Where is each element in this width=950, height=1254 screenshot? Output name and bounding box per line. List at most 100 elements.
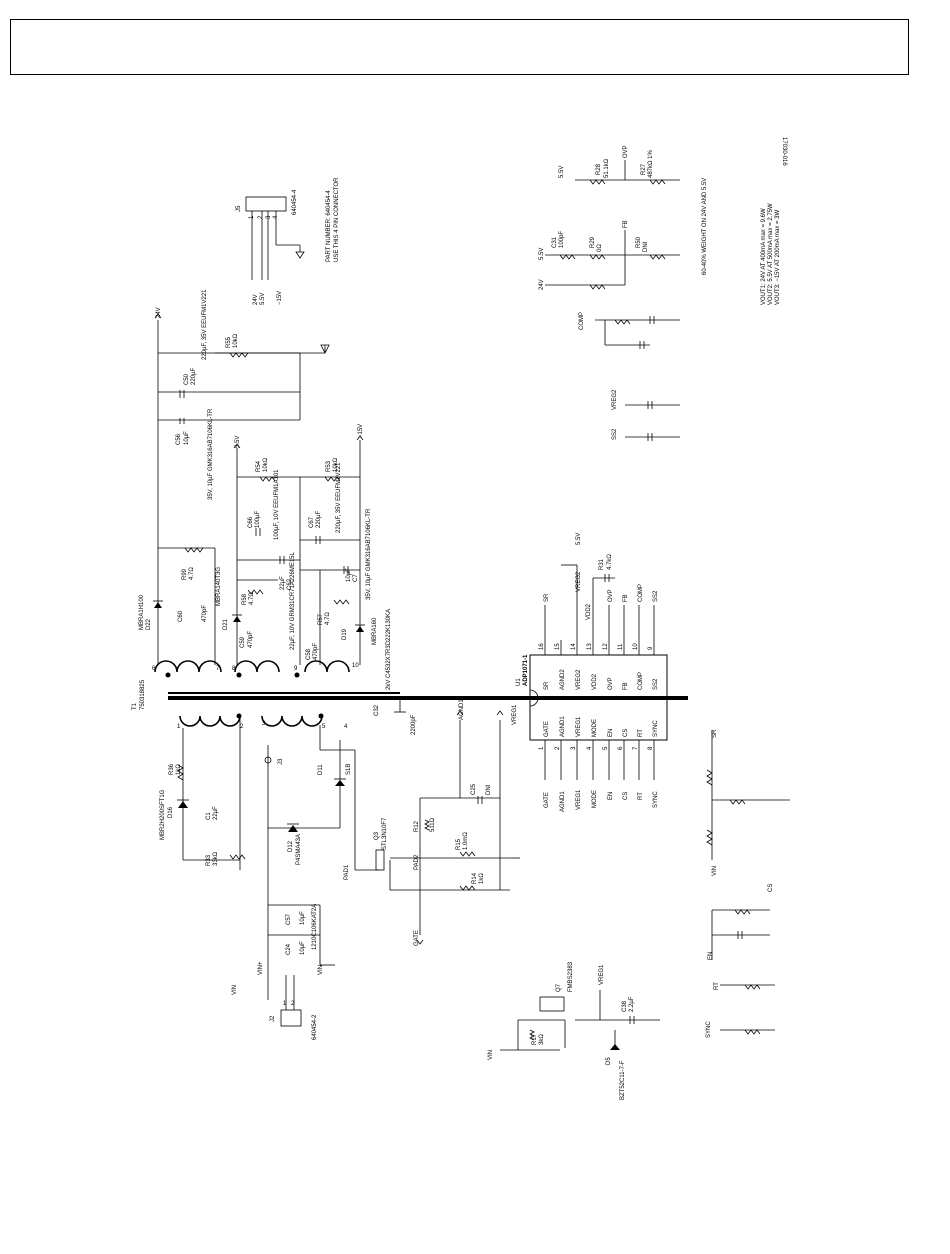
fb-net-ovp: OVP [623, 145, 629, 158]
net-ss2: SS2 [653, 590, 659, 602]
fb-net-5v5-b: 5.5V [539, 248, 545, 260]
pin-5-num: 5 [603, 746, 609, 750]
t1-part: 750318825 [140, 679, 146, 710]
c67-value: 220µF [316, 511, 322, 528]
ic-pins-left: GATE AGND1 VREG1 MODE EN CS RT SYNC 1 2 … [539, 716, 659, 812]
q3-value: STL3N10F7 [382, 817, 388, 850]
title-block [10, 19, 909, 75]
d12-ref: D12 [288, 840, 294, 852]
c62-ref: C62 [287, 578, 293, 590]
pin-14-num: 14 [571, 643, 577, 650]
vout-note-2: VOUT2: 5.5V AT 500mA max = 2.75W [768, 203, 774, 305]
net-agnd1: AGND1 [560, 791, 566, 812]
net-5v5-vdd2: 5.5V [576, 533, 582, 545]
pin-15-num: 15 [555, 643, 561, 650]
vout-note-3: VOUT3: −15V AT 200mA max = 3W [775, 210, 781, 305]
net-m15v-top: −15V [358, 424, 364, 438]
c24-value: 10µF [300, 941, 306, 955]
pin-3-num: 3 [571, 746, 577, 750]
pad1: PAD1 [344, 864, 350, 880]
d16-value: MBR2H200SFT1G [160, 789, 166, 840]
fb-net-5v5-a: 5.5V [559, 166, 565, 178]
vout-note-1: VOUT1: 24V AT 400mA max = 9.6W [761, 208, 767, 305]
r57-value: 4.7Ω [325, 612, 331, 625]
c59-value: 470pF [248, 631, 254, 648]
d12-value: P4SMA43A [296, 834, 302, 865]
c56-desc: 35V, 10µF GMK316AB7106KL-TR [208, 408, 214, 500]
c58-ref: C58 [306, 648, 312, 660]
primary-labels: D16 MBR2H200SFT1G R36 1kΩ C1 22µF R33 33… [160, 699, 518, 1040]
r17-ref: R17 [532, 1033, 538, 1045]
feedback-section: R28 51.1kΩ R27 487kΩ 1% C31 100pF R29 0Ω… [539, 145, 781, 441]
j5-note-2: USE THIS 4 PIN CONNECTOR [334, 177, 340, 262]
r15-ref: R15 [456, 838, 462, 850]
figure-id: 17030-016 [781, 137, 787, 166]
control-section: SR VIN CS EN RT SYNC [706, 729, 790, 1038]
pin-12-num: 12 [603, 643, 609, 650]
t1-pin-8: 8 [232, 666, 236, 672]
t1-pin-2: 2 [240, 724, 244, 730]
t1-pin-4: 4 [344, 724, 348, 730]
r36-ref: R36 [169, 763, 175, 775]
c56-ref: C56 [176, 433, 182, 445]
connector-j5: J5 640454-4 1 2 3 4 24V 5.5V −15V PART N… [236, 177, 340, 305]
t1-pin-9: 9 [294, 666, 298, 672]
c62-value: 22µF [280, 576, 286, 590]
pin-10-num: 10 [633, 643, 639, 650]
c67-desc: 220µF, 35V EEUFM1V221 [336, 462, 342, 533]
ctl-net-vin: VIN [712, 866, 718, 876]
c32-ref: C32 [374, 704, 380, 716]
r21-ref: R28 [596, 163, 602, 175]
r15-value: 1.0mΩ [463, 832, 469, 850]
ctl-net-agnd1: CS [768, 884, 774, 892]
d21-value: MBRA140T3G [216, 567, 222, 606]
pin-8-name: SYNC [653, 720, 659, 737]
pin-1-num: 1 [539, 746, 545, 750]
j3-ref: J3 [278, 758, 284, 765]
net-vdd2: VDD2 [586, 603, 592, 620]
pin-11-name: FB [623, 682, 629, 690]
pin-10-name: COMP [638, 672, 644, 690]
c50-ref: C50 [184, 373, 190, 385]
t1-pin-10: 10 [352, 663, 359, 669]
t1-pin-5: 5 [322, 724, 326, 730]
c50-value: 220µF [191, 368, 197, 385]
r12-ref: R12 [414, 820, 420, 832]
c48-value: 4.7kΩ [607, 554, 613, 570]
t1-ref: T1 [132, 702, 138, 710]
c38-ref: C38 [622, 1000, 628, 1012]
r19-ref: C31 [552, 236, 558, 248]
fb-net-fb: FB [623, 220, 629, 228]
d21-ref: D21 [223, 618, 229, 630]
c50-desc: 220µF, 35V EEUFM1V221 [202, 289, 208, 360]
r54-value: 10kΩ [263, 457, 269, 472]
c58-value: 470pF [313, 643, 319, 660]
ctl-net-sync: RT [714, 982, 720, 990]
vreg1-section: Q7 FMBS2383 R17 3kΩ D5 BZT52C11-7-F C38 … [488, 961, 660, 1100]
c24-desc: 1210C106KAT2A [312, 904, 318, 950]
pin-16-num: 16 [539, 643, 545, 650]
u1-part: ADP1071-1 [523, 654, 529, 686]
output-wiring [153, 313, 406, 713]
net-sr: SR [544, 593, 550, 602]
r23-value: DNI [643, 241, 649, 252]
net-cs: CS [623, 792, 629, 800]
pin-13-num: 13 [587, 643, 593, 650]
net-vreg2: VREG2 [576, 571, 582, 592]
pin-15-name: AGND2 [560, 669, 566, 690]
d5-ref: D5 [606, 1057, 612, 1065]
d11-ref: D11 [318, 764, 324, 775]
transformer-t1: T1 750318825 6 7 8 9 10 1 2 3 5 4 [132, 660, 688, 730]
r30-ref: R29 [590, 236, 596, 248]
pin-6-num: 6 [618, 746, 624, 750]
r14-ref: R14 [472, 872, 478, 884]
t1-pin-7: 7 [216, 666, 220, 672]
net-vinplus: VIN+ [258, 961, 264, 975]
ctl-net-mode: SYNC [706, 1021, 712, 1038]
r53-ref: R53 [326, 460, 332, 472]
pin-11-num: 11 [618, 643, 624, 650]
c7-desc: 35V, 10µF GMK316AB7106KL-TR [366, 508, 372, 600]
c57-value: 10µF [300, 911, 306, 925]
fb-net-ss2: SS2 [612, 428, 618, 440]
q7-ref: Q7 [556, 983, 562, 992]
